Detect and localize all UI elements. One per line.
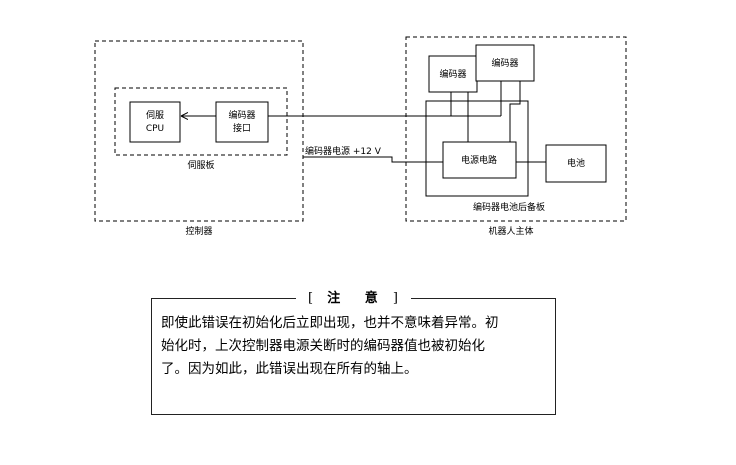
notice-line-1: 即使此错误在初始化后立即出现，也并不意味着异常。初 — [161, 315, 499, 331]
servo-board-boundary — [114, 87, 288, 156]
encoder-1-box — [428, 55, 478, 93]
notice-title: [ 注 意 ] — [151, 287, 556, 306]
power-circuit-box — [442, 141, 517, 179]
encoder-interface-box — [215, 101, 269, 143]
battery-box — [545, 144, 607, 183]
encoder-interface-label-1: 编码器 — [228, 109, 255, 121]
wire-encoder2-right — [509, 81, 521, 142]
servo-board-label: 伺服板 — [187, 159, 214, 171]
notice-line-3: 了。因为如此，此错误出现在所有的轴上。 — [161, 361, 418, 377]
encoder-2-label: 编码器 — [491, 57, 518, 69]
notice-title-text: 注 意 — [327, 291, 388, 306]
wiring-diagram: 伺服 CPU 编码器 接口 伺服板 控制器 编码器电池后备板 机器人主体 编码器… — [94, 36, 627, 237]
power-circuit-label: 电源电路 — [461, 154, 497, 166]
backup-board-box — [425, 100, 529, 197]
servo-cpu-label-1: 伺服 — [146, 109, 164, 121]
battery-label: 电池 — [567, 157, 585, 169]
controller-label: 控制器 — [185, 225, 212, 237]
backup-board-label: 编码器电池后备板 — [473, 201, 545, 213]
notice-body: 即使此错误在初始化后立即出现，也并不意味着异常。初 始化时，上次控制器电源关断时… — [161, 312, 546, 381]
notice-bracket-open: [ — [308, 291, 323, 306]
caution-notice: [ 注 意 ] 即使此错误在初始化后立即出现，也并不意味着异常。初 始化时，上次… — [151, 291, 556, 415]
robot-body-label: 机器人主体 — [488, 225, 533, 237]
encoder-power-label: 编码器电源 +12 V — [305, 145, 382, 157]
controller-boundary — [94, 40, 304, 222]
robot-body-boundary — [405, 36, 627, 222]
servo-cpu-label-2: CPU — [146, 124, 164, 134]
notice-line-2: 始化时，上次控制器电源关断时的编码器值也被初始化 — [161, 338, 485, 354]
notice-bracket-close: ] — [392, 291, 399, 306]
servo-cpu-box — [129, 101, 181, 143]
encoder-interface-label-2: 接口 — [233, 122, 251, 134]
encoder-2-box — [475, 44, 535, 82]
encoder-power-line — [303, 156, 443, 163]
encoder-1-label: 编码器 — [439, 68, 466, 80]
